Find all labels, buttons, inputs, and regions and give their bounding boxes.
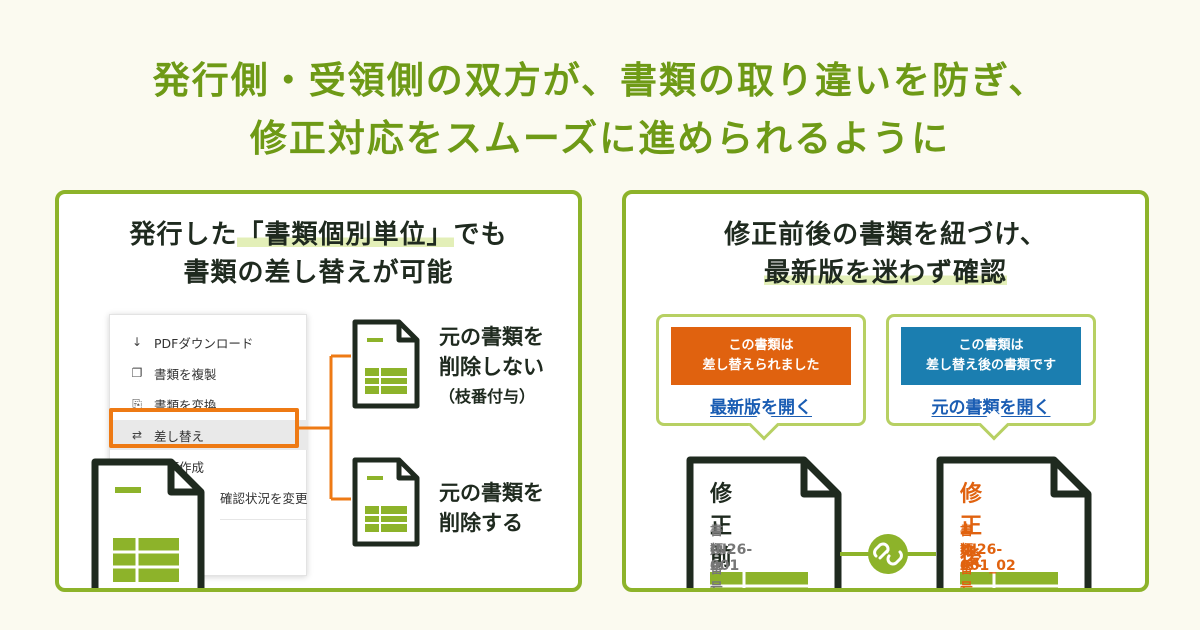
left-title-highlight: 「書類個別単位」 <box>237 220 454 250</box>
menu-item-pdf-download[interactable]: ↓ PDFダウンロード <box>110 327 308 357</box>
headline-line1: 発行側・受領側の双方が、書類の取り違いを防ぎ、 <box>152 59 1048 102</box>
document-after-number: IN26-001_02 <box>960 542 1016 574</box>
option-delete-original: 元の書類を 削除する <box>439 478 544 538</box>
left-title-line2: 書類の差し替えが可能 <box>183 258 454 288</box>
menu-item-change-status[interactable]: 確認状況を変更 <box>110 482 308 512</box>
menu-item-label: PDFダウンロード <box>154 335 254 351</box>
link-connector <box>840 534 936 574</box>
document-after-title: 修正後 <box>960 482 983 571</box>
download-icon: ↓ <box>131 335 143 349</box>
menu-item-label: 書類を複製 <box>154 366 217 382</box>
document-icon <box>936 456 1092 588</box>
callout-replaced: この書類は 差し替えられました 最新版を開く <box>656 314 866 441</box>
option-keep-line2: 削除しない <box>439 355 544 379</box>
option-keep-original: 元の書類を 削除しない （枝番付与） <box>439 322 544 412</box>
right-title-line2: 最新版を迷わず確認 <box>763 258 1007 288</box>
menu-item-duplicate[interactable]: ❐ 書類を複製 <box>110 358 308 388</box>
document-before-number: IN26-001 <box>710 542 753 574</box>
convert-icon: ⎘ <box>132 396 142 411</box>
link-icon <box>873 542 903 566</box>
open-original-link[interactable]: 元の書類を開く <box>931 398 1051 418</box>
document-before-title: 修正前 <box>710 482 733 571</box>
right-title-line1: 修正前後の書類を紐づけ、 <box>724 220 1047 250</box>
replace-icon: ⇄ <box>131 428 143 442</box>
document-icon <box>91 458 205 588</box>
document-before-label: 書類番号 <box>710 524 724 592</box>
document-after-label: 書類番号 <box>960 524 974 592</box>
left-panel: 発行した「書類個別単位」でも 書類の差し替えが可能 ↓ PDFダウンロード ❐ … <box>55 190 582 592</box>
replacement-banner-line1: この書類は <box>958 338 1024 353</box>
option-delete-line1: 元の書類を <box>439 481 544 505</box>
copy-icon: ❐ <box>131 366 143 380</box>
headline: 発行側・受領側の双方が、書類の取り違いを防ぎ、 修正対応をスムーズに進められるよ… <box>0 52 1200 168</box>
option-delete-line2: 削除する <box>439 511 523 535</box>
headline-line2: 修正対応をスムーズに進められるように <box>249 117 951 160</box>
callout-replacement: この書類は 差し替え後の書類です 元の書類を開く <box>886 314 1096 441</box>
replaced-banner-line2: 差し替えられました <box>702 358 820 373</box>
menu-item-label: 確認状況を変更 <box>220 490 308 506</box>
menu-divider <box>220 519 308 520</box>
left-panel-title: 発行した「書類個別単位」でも 書類の差し替えが可能 <box>59 216 578 292</box>
replaced-banner: この書類は 差し替えられました <box>671 327 851 385</box>
document-icon-keep <box>352 319 420 409</box>
left-title-pre: 発行した <box>129 220 238 250</box>
left-title-post: でも <box>453 220 508 250</box>
replaced-banner-line1: この書類は <box>728 338 794 353</box>
replace-highlight-box <box>109 408 299 448</box>
menu-item-label: 差し替え <box>154 428 205 444</box>
right-panel-title: 修正前後の書類を紐づけ、 最新版を迷わず確認 <box>626 216 1145 292</box>
replacement-banner: この書類は 差し替え後の書類です <box>901 327 1081 385</box>
document-icon <box>686 456 842 588</box>
replacement-banner-line2: 差し替え後の書類です <box>925 358 1056 373</box>
document-icon-delete <box>352 457 420 547</box>
option-keep-sub: （枝番付与） <box>439 387 536 406</box>
branch-connector <box>299 354 351 501</box>
option-keep-line1: 元の書類を <box>439 325 544 349</box>
open-latest-link[interactable]: 最新版を開く <box>710 398 812 418</box>
right-panel: 修正前後の書類を紐づけ、 最新版を迷わず確認 この書類は 差し替えられました 最… <box>622 190 1149 592</box>
